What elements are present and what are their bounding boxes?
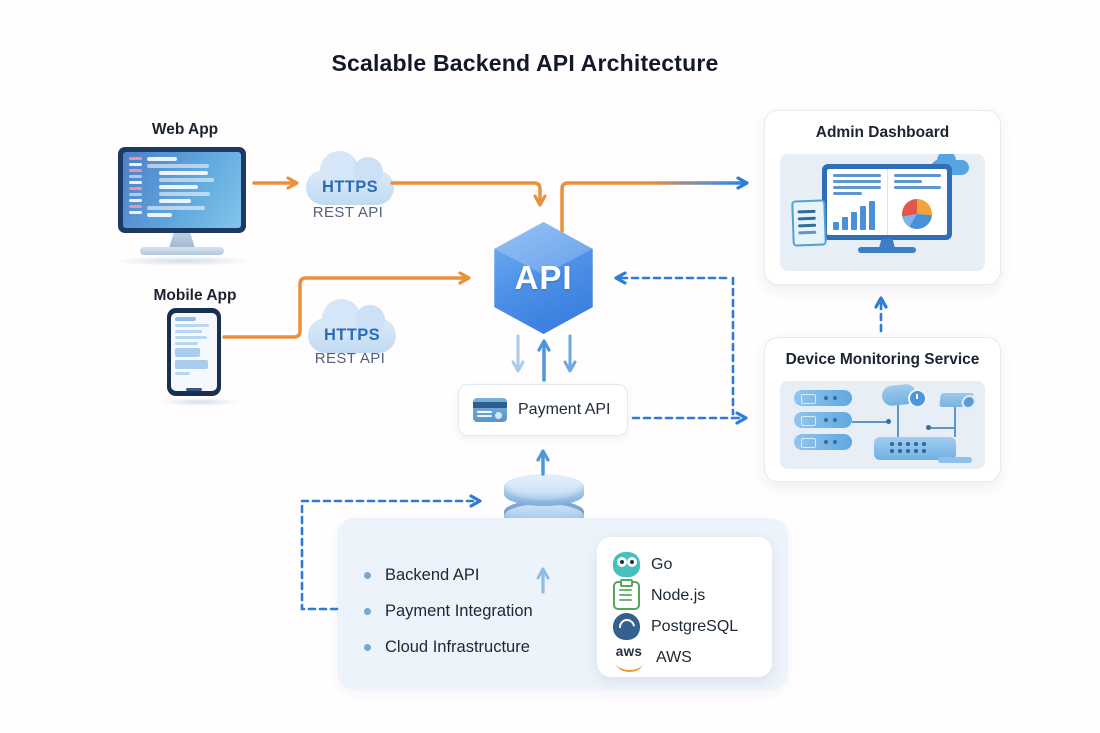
tech-item-go: Go — [613, 549, 772, 580]
payment-api-label: Payment API — [518, 401, 611, 418]
tech-stack-card: Go Node.js PostgreSQL aws AWS — [597, 537, 772, 677]
arrow-https-to-api — [390, 181, 547, 207]
admin-dashboard-illustration — [780, 154, 985, 271]
api-label: API — [514, 259, 573, 296]
feature-item: Payment Integration — [364, 602, 533, 621]
feature-item: Backend API — [364, 566, 533, 585]
bullet-icon — [364, 608, 371, 615]
https-mobile-label: HTTPS — [323, 326, 381, 344]
code-editor-screen — [123, 152, 241, 228]
web-app-label: Web App — [151, 121, 219, 138]
tech-item-aws: aws AWS — [613, 642, 772, 673]
nodejs-icon — [613, 579, 640, 610]
device-monitoring-title: Device Monitoring Service — [785, 351, 980, 368]
https-cloud-web-icon: HTTPS — [306, 151, 394, 205]
clock-badge-icon — [908, 389, 927, 408]
device-monitoring-card: Device Monitoring Service — [764, 337, 1001, 482]
feature-item: Cloud Infrastructure — [364, 638, 533, 657]
device-monitoring-illustration — [780, 381, 985, 469]
server-icon — [794, 434, 852, 450]
admin-dashboard-card: Admin Dashboard — [764, 110, 1001, 285]
mobile-app-label: Mobile App — [153, 287, 237, 304]
https-web-label: HTTPS — [321, 178, 379, 196]
server-icon — [794, 390, 852, 406]
pie-chart-icon — [902, 199, 933, 229]
tech-item-postgresql: PostgreSQL — [613, 611, 772, 642]
arrow-api-to-admin-dashboard — [560, 176, 749, 233]
tech-item-nodejs: Node.js — [613, 579, 772, 611]
bullet-icon — [364, 644, 371, 651]
rest-api-mobile-label: REST API — [314, 350, 386, 367]
monitor-shadow — [112, 256, 254, 266]
dashboard-monitor-icon — [822, 164, 952, 240]
rest-api-web-label: REST API — [312, 204, 384, 221]
network-hub-icon — [874, 437, 956, 460]
monitor-stand — [169, 233, 195, 248]
cctv-camera-icon — [939, 393, 977, 409]
mobile-phone-icon — [167, 308, 221, 396]
phone-shadow — [160, 398, 240, 406]
feature-list: Backend API Payment Integration Cloud In… — [364, 566, 533, 657]
admin-dashboard-title: Admin Dashboard — [815, 124, 950, 141]
credit-card-icon — [473, 398, 507, 422]
phone-home-bar — [186, 388, 202, 391]
web-app-monitor-icon — [118, 147, 246, 233]
server-icon — [794, 412, 852, 428]
api-hexagon-node: API — [494, 222, 593, 334]
bar-chart-icon — [833, 200, 881, 230]
go-gopher-icon — [613, 552, 640, 577]
bullet-icon — [364, 572, 371, 579]
postgresql-icon — [613, 613, 640, 640]
aws-icon: aws — [613, 643, 645, 672]
payment-api-node: Payment API — [458, 384, 628, 436]
diagram-title: Scalable Backend API Architecture — [331, 50, 719, 76]
monitor-base — [140, 247, 224, 255]
https-cloud-mobile-icon: HTTPS — [308, 299, 396, 353]
report-document-icon — [791, 199, 827, 247]
